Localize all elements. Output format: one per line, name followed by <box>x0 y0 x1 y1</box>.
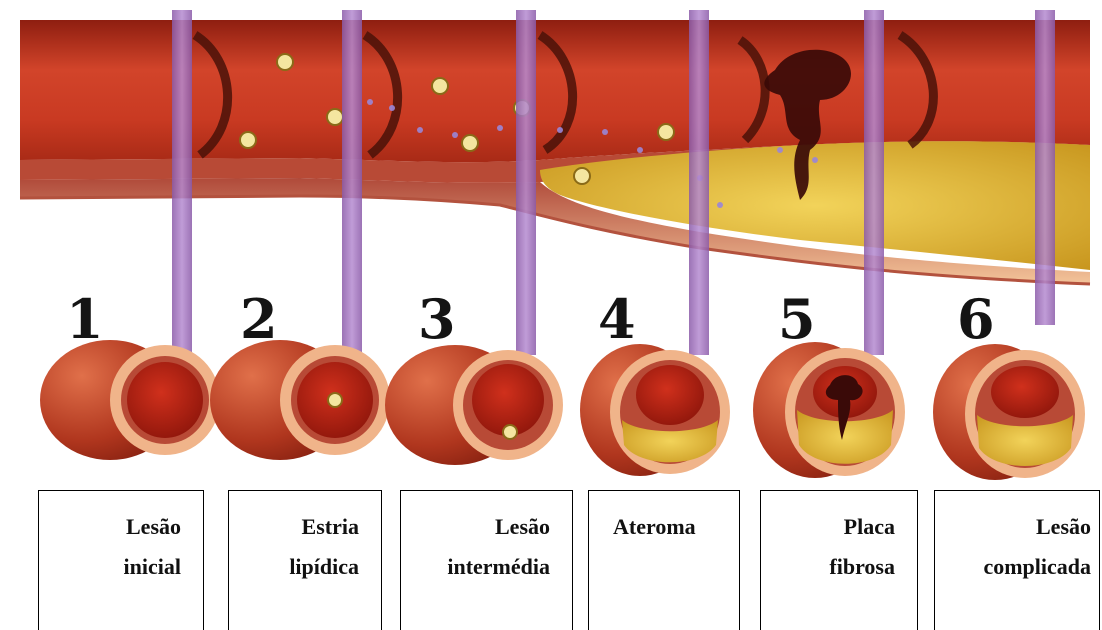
stage-label-6-line-2: complicada <box>983 547 1091 587</box>
cross-section-2 <box>210 340 390 460</box>
cross-section-5 <box>753 342 905 478</box>
stage-label-box-2: Estria lipídica <box>228 490 382 630</box>
stage-label-4: Ateroma <box>613 507 696 547</box>
cross-section-4 <box>580 344 730 476</box>
cross-section-6 <box>933 344 1085 480</box>
stage-number-4: 4 <box>598 292 636 346</box>
cross-section-3 <box>385 345 563 465</box>
stage-label-3-line-2: intermédia <box>447 547 550 587</box>
stage-label-4-line-1: Ateroma <box>613 507 696 547</box>
stage-number-5: 5 <box>778 292 816 346</box>
stage-label-3-line-1: Lesão <box>447 507 550 547</box>
stage-label-2-line-2: lipídica <box>289 547 359 587</box>
stage-label-6: Lesão complicada <box>983 507 1091 587</box>
stage-number-6: 6 <box>957 292 995 346</box>
stage-label-1: Lesão inicial <box>124 507 181 587</box>
stage-label-5: Placa fibrosa <box>829 507 895 587</box>
stage-label-box-5: Placa fibrosa <box>760 490 918 630</box>
cross-sections <box>40 340 1085 480</box>
stage-label-box-4: Ateroma <box>588 490 740 630</box>
stage-number-3: 3 <box>418 292 456 346</box>
stage-label-1-line-2: inicial <box>124 547 181 587</box>
stage-label-5-line-1: Placa <box>829 507 895 547</box>
cross-section-1 <box>40 340 220 460</box>
stage-label-box-6: Lesão complicada <box>934 490 1100 630</box>
stage-label-1-line-1: Lesão <box>124 507 181 547</box>
stage-label-2-line-1: Estria <box>289 507 359 547</box>
stage-label-box-1: Lesão inicial <box>38 490 204 630</box>
stage-label-2: Estria lipídica <box>289 507 359 587</box>
stage-number-1: 1 <box>66 292 104 346</box>
stage-label-5-line-2: fibrosa <box>829 547 895 587</box>
stage-number-2: 2 <box>240 292 278 346</box>
stage-label-box-3: Lesão intermédia <box>400 490 573 630</box>
stage-label-3: Lesão intermédia <box>447 507 550 587</box>
stage-label-6-line-1: Lesão <box>983 507 1091 547</box>
